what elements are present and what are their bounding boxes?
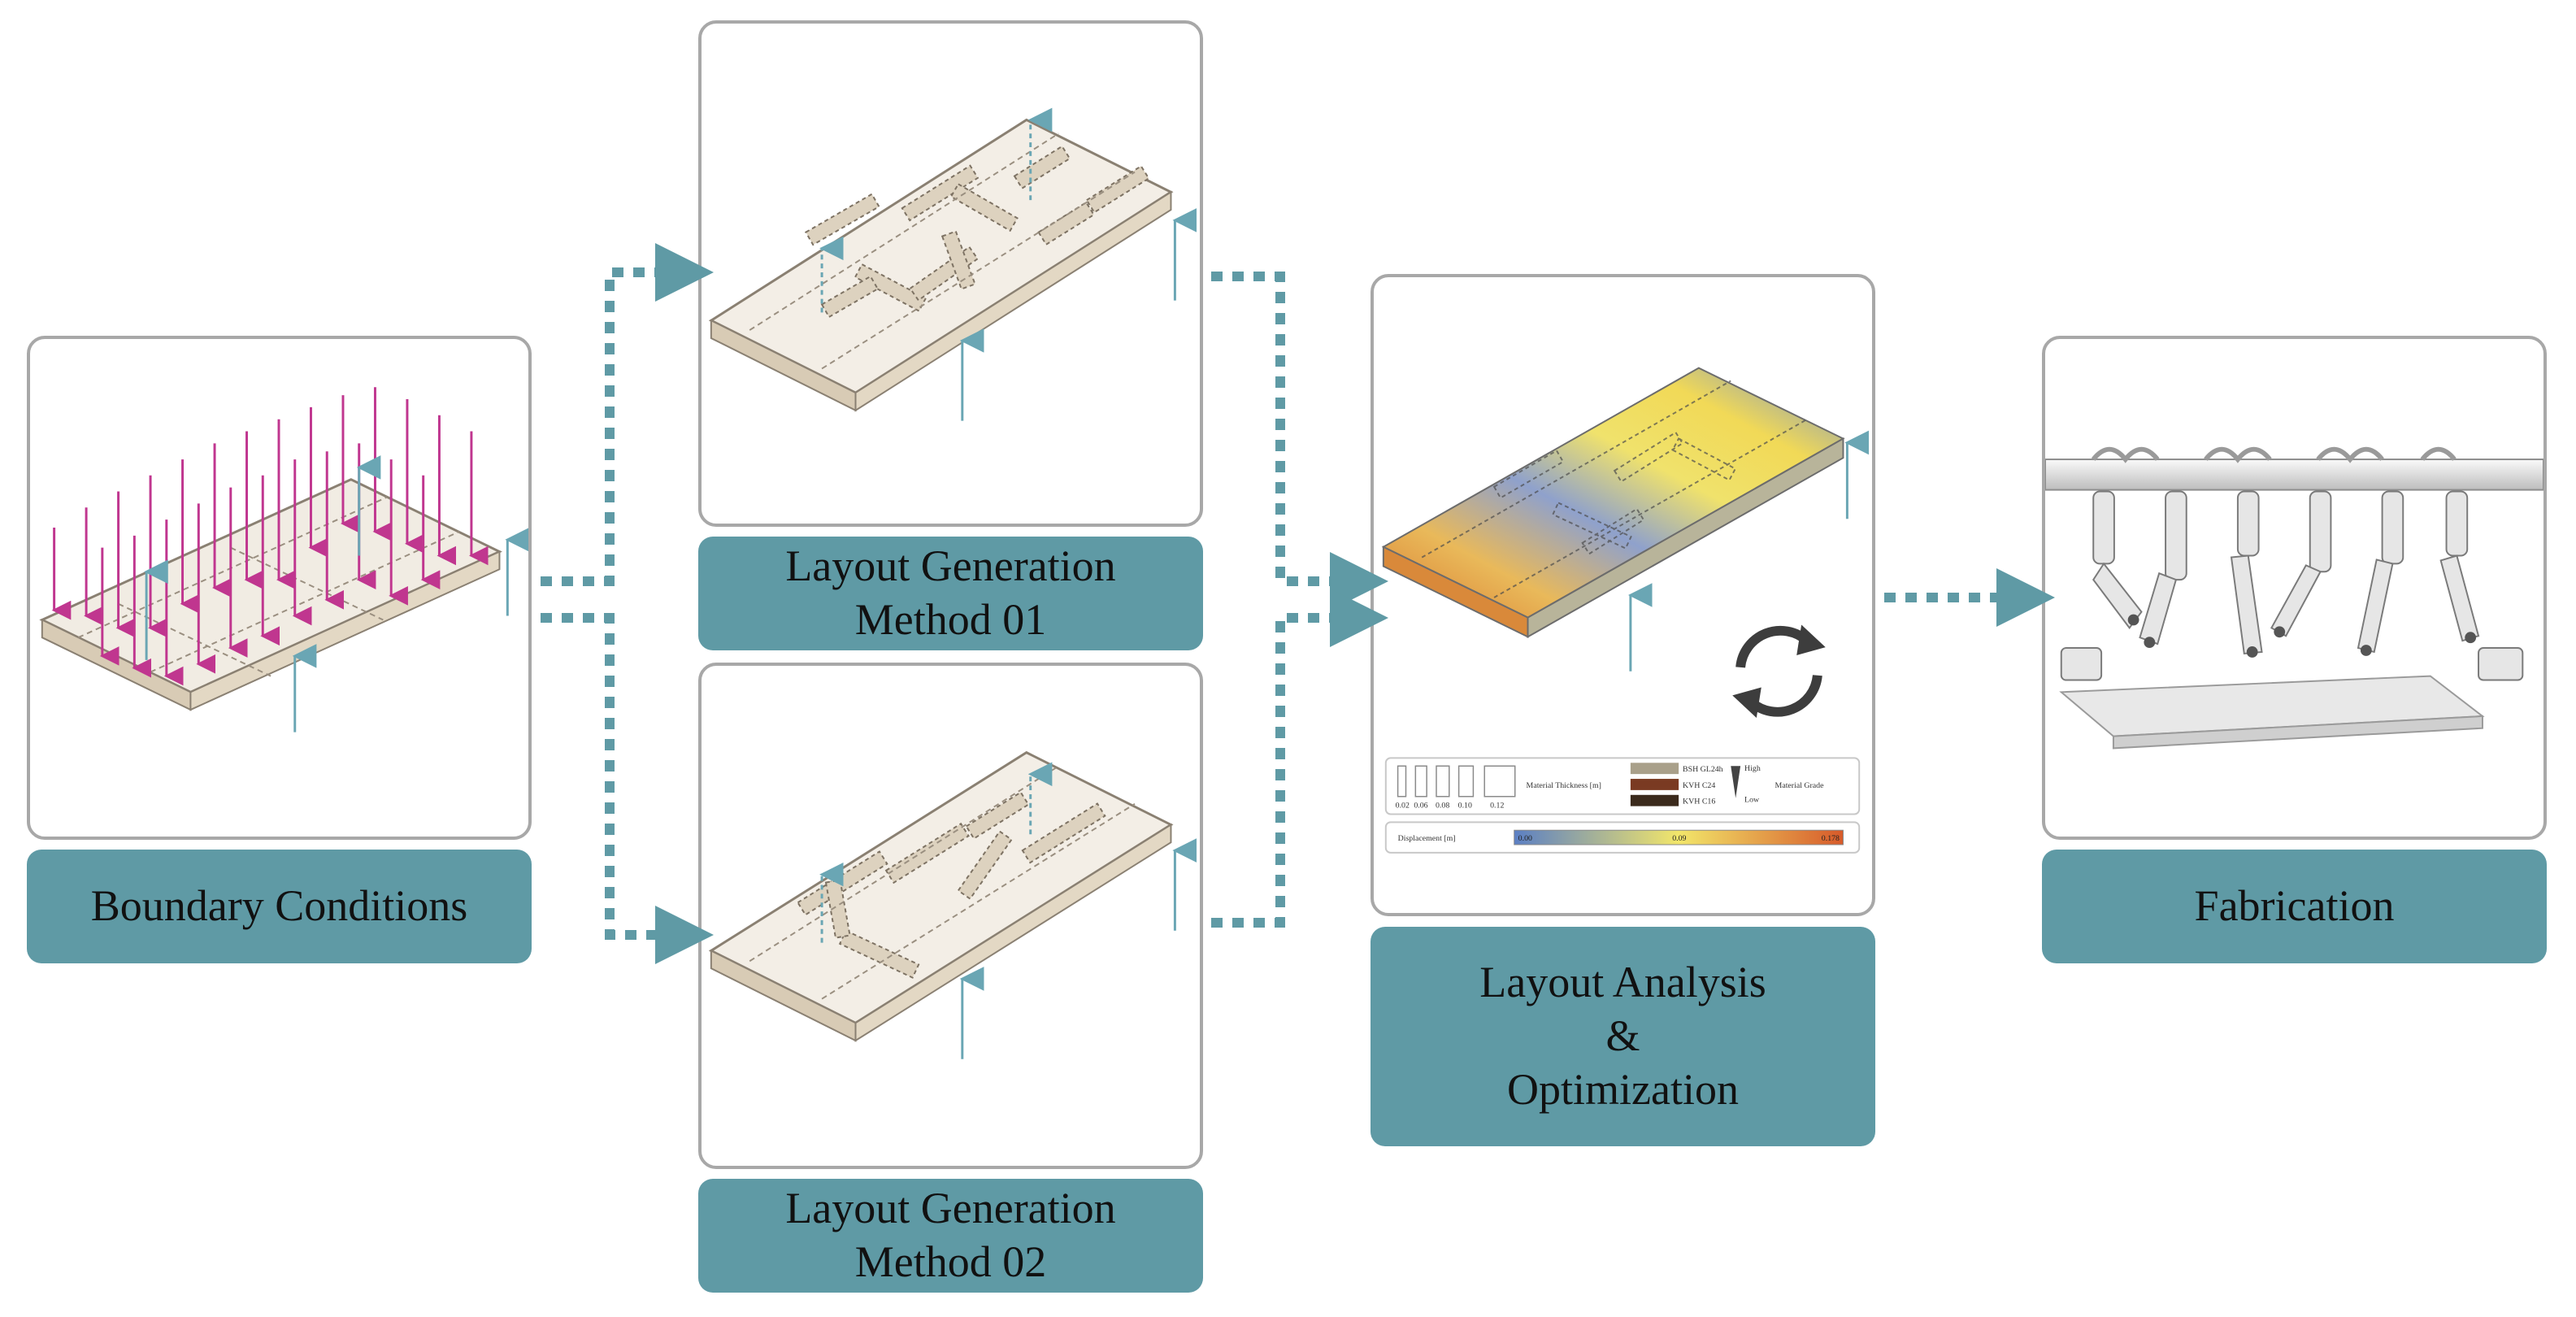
method-01-panel <box>698 20 1203 527</box>
grade-swatch-kvh-c24 <box>1630 779 1679 790</box>
grade-name-0: BSH GL24h <box>1683 765 1723 774</box>
grade-high: High <box>1744 764 1761 773</box>
analysis-subtitle: Optimization <box>1507 1064 1739 1114</box>
method02-to-analysis-arrow <box>1211 589 1388 928</box>
boundary-to-method02-arrow <box>541 613 714 964</box>
fabrication-label: Fabrication <box>2042 850 2547 963</box>
boundary-slab-drawing <box>39 387 528 732</box>
method-02-slab-drawing <box>708 750 1197 1059</box>
method-01-subtitle: Method 01 <box>854 595 1047 644</box>
method-01-title: Layout Generation <box>785 541 1116 591</box>
method-02-panel <box>698 663 1203 1169</box>
boundary-conditions-text: Boundary Conditions <box>90 881 468 931</box>
fabrication-panel <box>2042 336 2547 840</box>
thickness-value-4: 0.12 <box>1490 802 1504 811</box>
method-01-slab-drawing <box>708 107 1197 421</box>
boundary-conditions-label: Boundary Conditions <box>27 850 532 963</box>
thickness-title: Material Thickness [m] <box>1527 781 1601 790</box>
method-02-label: Layout Generation Method 02 <box>698 1179 1203 1293</box>
grade-swatch-kvh-c16 <box>1630 794 1679 806</box>
analysis-panel: 0.02 0.06 0.08 0.10 0.12 Material Thickn… <box>1371 274 1875 916</box>
method-01-label: Layout Generation Method 01 <box>698 537 1203 650</box>
displacement-tick-0: 0.00 <box>1518 834 1532 843</box>
grade-scale-wedge-icon <box>1731 766 1741 798</box>
thickness-value-2: 0.08 <box>1436 802 1449 811</box>
grade-low: Low <box>1744 796 1760 805</box>
fabrication-robots-drawing <box>2045 446 2543 750</box>
method-02-subtitle: Method 02 <box>854 1237 1047 1286</box>
analysis-label: Layout Analysis & Optimization <box>1371 927 1875 1146</box>
grade-name-1: KVH C24 <box>1683 781 1715 790</box>
boundary-to-method01-arrow <box>541 243 714 586</box>
displacement-tick-2: 0.178 <box>1822 834 1840 843</box>
grade-swatches <box>1630 763 1679 806</box>
displacement-colorbar <box>1514 829 1844 845</box>
fabrication-text: Fabrication <box>2194 881 2395 931</box>
boundary-conditions-panel <box>27 336 532 840</box>
displacement-title: Displacement [m] <box>1398 834 1456 843</box>
method01-to-analysis-arrow <box>1211 272 1388 611</box>
grade-name-2: KVH C16 <box>1683 798 1715 806</box>
thickness-value-3: 0.10 <box>1458 802 1472 811</box>
analysis-title: Layout Analysis <box>1479 958 1766 1007</box>
analysis-drawing: 0.02 0.06 0.08 0.10 0.12 Material Thickn… <box>1381 367 1870 854</box>
grade-title: Material Grade <box>1775 781 1825 790</box>
displacement-tick-1: 0.09 <box>1672 834 1686 843</box>
refresh-cycle-icon <box>1732 624 1826 719</box>
method-02-title: Layout Generation <box>785 1184 1116 1233</box>
thickness-value-1: 0.06 <box>1414 802 1427 811</box>
grade-swatch-bsh <box>1630 763 1679 775</box>
analysis-ampersand: & <box>1605 1011 1640 1061</box>
thickness-value-0: 0.02 <box>1396 802 1410 811</box>
